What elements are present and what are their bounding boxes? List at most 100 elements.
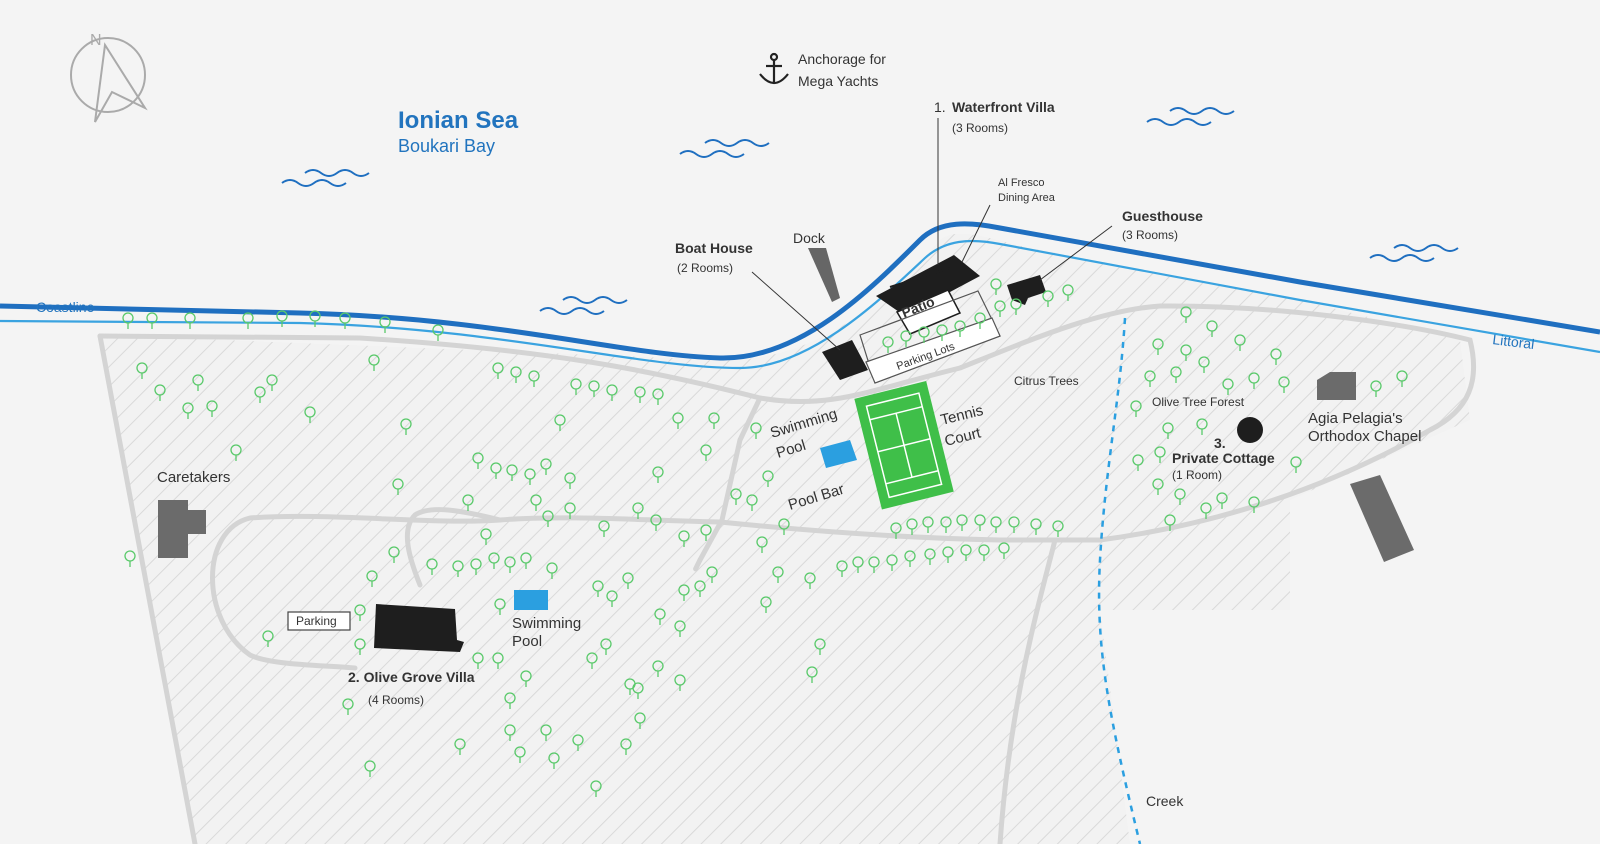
tree-icon <box>924 548 936 565</box>
tree-icon <box>1180 306 1192 323</box>
coastline-dark <box>0 221 1600 361</box>
tree-icon <box>1278 376 1290 393</box>
coastline-light <box>0 239 1600 370</box>
tree-icon <box>654 608 666 625</box>
tree-icon <box>1248 372 1260 389</box>
tree-icon <box>634 712 646 729</box>
tree-icon <box>590 780 602 797</box>
private-cottage-num: 3. <box>1214 435 1226 451</box>
tree-icon <box>542 510 554 527</box>
tree-icon <box>672 412 684 429</box>
tree-icon <box>974 514 986 531</box>
tree-icon <box>1162 422 1174 439</box>
tree-icon <box>494 598 506 615</box>
tree-icon <box>700 524 712 541</box>
tree-icon <box>852 556 864 573</box>
tree-icon <box>806 666 818 683</box>
tree-icon <box>392 478 404 495</box>
dock-label: Dock <box>793 230 826 246</box>
tree-icon <box>540 724 552 741</box>
tree-icon <box>622 572 634 589</box>
tree-icon <box>674 674 686 691</box>
land-area <box>100 233 1470 844</box>
tree-icon <box>886 554 898 571</box>
sea-waves <box>281 107 1459 315</box>
tree-icon <box>564 502 576 519</box>
tree-icon <box>524 468 536 485</box>
tree-icon <box>606 590 618 607</box>
dock <box>808 248 840 302</box>
tree-icon <box>520 670 532 687</box>
tree-icon <box>1248 496 1260 513</box>
tree-icon <box>772 566 784 583</box>
citrus-trees-label: Citrus Trees <box>1014 374 1079 388</box>
tree-icon <box>974 312 986 329</box>
tree-icon <box>652 388 664 405</box>
private-cottage-building <box>1237 417 1263 443</box>
tree-icon <box>650 514 662 531</box>
tree-icon <box>492 652 504 669</box>
tree-icon <box>598 520 610 537</box>
tree-icon <box>400 418 412 435</box>
tree-icon <box>1164 514 1176 531</box>
al-fresco-label-2: Dining Area <box>998 192 1056 204</box>
tree-icon <box>1234 334 1246 351</box>
tree-icon <box>432 324 444 341</box>
chapel-building <box>1317 372 1356 400</box>
tree-icon <box>206 400 218 417</box>
waterfront-villa-label: Waterfront Villa <box>952 99 1055 115</box>
olive-grove-villa-rooms: (4 Rooms) <box>368 693 424 707</box>
guesthouse-building <box>1007 275 1046 305</box>
tree-icon <box>510 366 522 383</box>
tree-icon <box>304 406 316 423</box>
tree-icon <box>694 580 706 597</box>
tree-icon <box>462 494 474 511</box>
tree-icon <box>454 738 466 755</box>
tree-icon <box>730 488 742 505</box>
tree-icon <box>554 414 566 431</box>
waterfront-villa-building <box>876 255 980 316</box>
chapel-label-2: Orthodox Chapel <box>1308 428 1421 445</box>
littoral-label: Littoral <box>1492 331 1536 352</box>
tree-icon <box>882 336 894 353</box>
anchorage-label-1: Anchorage for <box>798 51 886 67</box>
tree-icon <box>700 444 712 461</box>
tree-icon <box>122 312 134 329</box>
buildings <box>158 255 1414 652</box>
tree-icon <box>520 552 532 569</box>
tree-icon <box>674 620 686 637</box>
tree-icon <box>804 572 816 589</box>
tree-icon <box>678 584 690 601</box>
tree-icon <box>548 752 560 769</box>
tree-icon <box>1396 370 1408 387</box>
anchorage-label-2: Mega Yachts <box>798 73 878 89</box>
tree-icon <box>678 530 690 547</box>
tree-icon <box>364 760 376 777</box>
tree-icon <box>998 542 1010 559</box>
tree-icon <box>1042 290 1054 307</box>
tree-icon <box>528 370 540 387</box>
tree-icon <box>1200 502 1212 519</box>
tree-icon <box>606 384 618 401</box>
swimming-pool-2-label-1: Swimming <box>512 615 581 632</box>
tree-icon <box>1290 456 1302 473</box>
bay-name-label: Boukari Bay <box>398 136 495 156</box>
tree-icon <box>632 502 644 519</box>
tree-icon <box>620 738 632 755</box>
tree-icon <box>546 562 558 579</box>
compass-north-label: N <box>90 32 102 49</box>
olive-tree-forest-label: Olive Tree Forest <box>1152 395 1245 409</box>
tree-icon <box>1008 516 1020 533</box>
tree-icon <box>624 678 636 695</box>
swimming-pool-2-label-2: Pool <box>512 633 542 650</box>
parking-lots-strip <box>865 317 1001 384</box>
roads <box>97 303 1477 844</box>
tree-icon <box>530 494 542 511</box>
tree-icon <box>652 660 664 677</box>
guesthouse-label: Guesthouse <box>1122 208 1203 224</box>
tree-icon <box>592 580 604 597</box>
private-cottage-rooms: (1 Room) <box>1172 468 1222 482</box>
tree-icon <box>470 558 482 575</box>
tree-icon <box>756 536 768 553</box>
